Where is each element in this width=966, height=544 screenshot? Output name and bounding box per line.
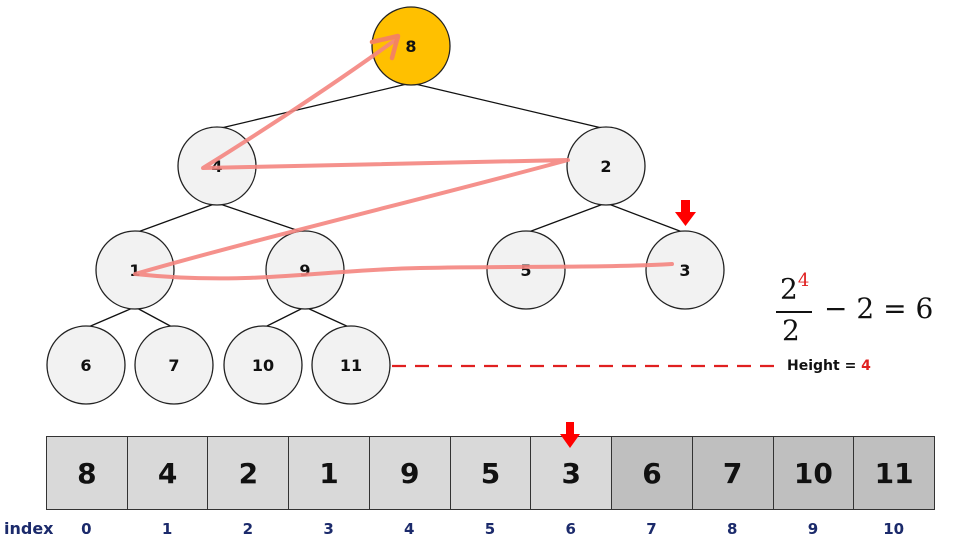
tree-node-2: 2 (566, 126, 646, 206)
formula-result: − 2 = 6 (824, 292, 934, 325)
height-value: 4 (861, 358, 871, 374)
tree-node-circle (95, 230, 175, 310)
traversal-path (133, 36, 674, 281)
array-index-1: 1 (161, 520, 173, 538)
formula-exponent: 4 (797, 270, 810, 291)
tree-edge-n9-n11 (304, 306, 352, 329)
tree-node-circle (223, 325, 303, 405)
tree-node-label: 2 (600, 157, 611, 176)
array-cell-1: 4 (126, 436, 209, 510)
tree-node-label: 7 (168, 356, 179, 375)
tree-edge-n1-n6 (85, 306, 136, 329)
array-cell-6: 3 (530, 436, 613, 510)
tree-node-circle (46, 325, 126, 405)
tree-node-7: 7 (134, 325, 214, 405)
tree-edge-n4-n1 (134, 202, 218, 234)
tree-node-3: 3 (645, 230, 725, 310)
tree-node-1: 1 (95, 230, 175, 310)
tree-node-circle (371, 6, 451, 86)
tree-node-circle (311, 325, 391, 405)
array-marker-arrow (560, 422, 580, 448)
array-index-2: 2 (242, 520, 254, 538)
tree-node-circle (645, 230, 725, 310)
array-cell-7: 6 (611, 436, 693, 510)
tree-node-label: 10 (252, 356, 274, 375)
tree-node-label: 9 (299, 261, 310, 280)
array-index-5: 5 (484, 520, 496, 538)
tree-node-5: 5 (486, 230, 566, 310)
height-label: Height = 4 (787, 358, 871, 374)
tree-node-label: 5 (520, 261, 531, 280)
fraction-bar (776, 311, 812, 313)
array-cell-9: 10 (772, 436, 855, 510)
tree-node-9: 9 (265, 230, 345, 310)
tree-node-8: 8 (371, 6, 451, 86)
array-index-8: 8 (726, 520, 738, 538)
tree-node-6: 6 (46, 325, 126, 405)
tree-edge-n2-n3 (605, 202, 686, 234)
array-cell-10: 11 (853, 436, 935, 510)
tree-node-label: 3 (679, 261, 690, 280)
tree-node-circle (566, 126, 646, 206)
array-index-4: 4 (404, 520, 415, 538)
array-cell-3: 1 (288, 436, 370, 510)
array-cell-2: 2 (207, 436, 290, 510)
tree-edge-root-n4 (216, 82, 412, 130)
array-index-7: 7 (646, 520, 657, 538)
array-index-3: 3 (323, 520, 334, 538)
index-label: index (4, 519, 54, 538)
tree-edge-n2-n5 (525, 202, 607, 234)
tree-node-label: 11 (340, 356, 362, 375)
tree-edge-n9-n10 (262, 306, 306, 329)
tree-marker-arrow (675, 200, 696, 226)
array-index-10: 10 (883, 520, 905, 538)
tree-edge-n1-n7 (134, 306, 175, 329)
tree-node-label: 8 (405, 37, 416, 56)
tree-edge-root-n2 (410, 82, 607, 130)
tree-node-11: 11 (311, 325, 391, 405)
formula-denominator: 2 (782, 314, 800, 347)
tree-node-label: 6 (80, 356, 91, 375)
array-index-0: 0 (81, 520, 92, 538)
tree-node-circle (486, 230, 566, 310)
array-index-6: 6 (565, 520, 576, 538)
tree-node-label: 1 (129, 261, 140, 280)
array-cell-4: 9 (368, 436, 451, 510)
tree-edge-n4-n9 (216, 202, 306, 234)
tree-node-10: 10 (223, 325, 303, 405)
tree-node-circle (134, 325, 214, 405)
array-cell-8: 7 (691, 436, 774, 510)
array-index-9: 9 (807, 520, 819, 538)
array-cell-5: 5 (449, 436, 532, 510)
path-arrowhead (369, 33, 401, 61)
array-cell-0: 8 (46, 436, 128, 510)
formula-numerator: 24 (780, 270, 810, 306)
